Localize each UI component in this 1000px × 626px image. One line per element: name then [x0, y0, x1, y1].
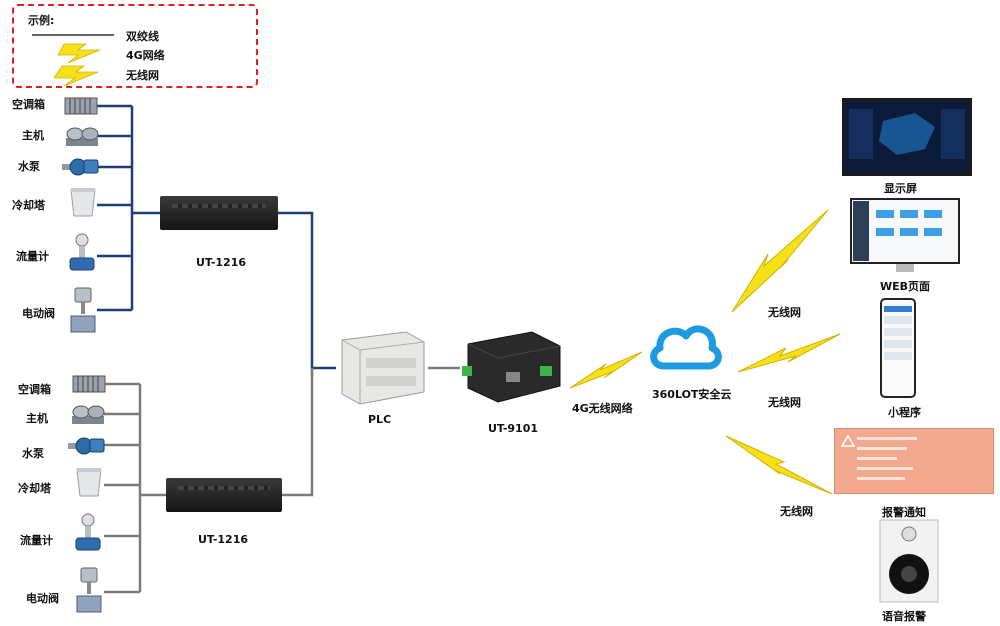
legend-box: 示例: 双绞线 4G网络 无线网 [12, 4, 258, 88]
output-web-label: WEB页面 [880, 280, 931, 293]
device-label: 空调箱 [18, 383, 51, 396]
lightning-4g-link-icon [569, 351, 643, 389]
plc-label: PLC [368, 413, 392, 426]
legend-twisted-pair: 双绞线 [126, 30, 159, 43]
wireless-label: 无线网 [768, 396, 801, 409]
group1-wires [97, 104, 336, 370]
wireless-label: 无线网 [780, 505, 813, 518]
lightning-wireless-icon [53, 65, 99, 86]
output-mini-label: 小程序 [888, 406, 921, 419]
device-label: 主机 [22, 129, 44, 142]
flowmeter-icon [69, 233, 95, 271]
lightning-wireless-icon [731, 209, 829, 313]
pump-icon [62, 158, 99, 176]
device-label: 电动阀 [22, 307, 55, 320]
output-voice-label: 语音报警 [882, 610, 926, 623]
plc-icon [341, 331, 425, 405]
legend-4g: 4G网络 [126, 49, 165, 62]
cloud-label: 360LOT安全云 [652, 388, 732, 401]
group2-wires [104, 366, 460, 594]
gateway-label: UT-9101 [488, 422, 538, 435]
legend-title: 示例: [28, 14, 55, 27]
lightning-wireless-icon [725, 435, 833, 495]
dashboard-map-icon [849, 109, 965, 159]
electric-valve-icon [70, 287, 96, 333]
legend-wireless: 无线网 [126, 69, 159, 82]
legend-icons [32, 34, 114, 86]
switch-ut1216-bottom [166, 478, 282, 512]
output-alarm-label: 报警通知 [882, 506, 926, 519]
phone-icon [880, 298, 916, 398]
display-screen-icon [842, 98, 972, 176]
switch-ports [178, 486, 270, 490]
warning-icon [841, 435, 855, 447]
wireless-label: 无线网 [768, 306, 801, 319]
web-monitor-icon [850, 198, 960, 272]
link-4g-label: 4G无线网络 [572, 402, 633, 415]
flowmeter-icon [75, 513, 101, 551]
electric-valve-icon [76, 567, 102, 613]
gateway-ut9101-icon [462, 331, 561, 403]
device-label: 水泵 [18, 160, 40, 173]
alarm-notification-card [834, 428, 994, 494]
lightning-wireless-icon [737, 333, 841, 373]
device-label: 主机 [26, 412, 48, 425]
device-label: 冷却塔 [12, 199, 45, 212]
device-label: 流量计 [16, 250, 49, 263]
switch-ports [172, 204, 266, 208]
device-label: 电动阀 [26, 592, 59, 605]
air-handler-icon [72, 375, 106, 393]
switch-label-top: UT-1216 [196, 256, 246, 269]
chiller-icon [72, 405, 105, 424]
cloud-icon [650, 325, 722, 370]
device-label: 水泵 [22, 447, 44, 460]
pump-icon [68, 437, 105, 455]
cooling-tower-icon [76, 468, 102, 497]
cooling-tower-icon [70, 188, 96, 217]
device-label: 空调箱 [12, 98, 45, 111]
output-display-label: 显示屏 [884, 182, 917, 195]
voice-alarm-speaker-icon [879, 519, 939, 603]
switch-label-bottom: UT-1216 [198, 533, 248, 546]
air-handler-icon [64, 97, 98, 115]
chiller-icon [66, 127, 99, 146]
lightning-4g-icon [57, 43, 101, 64]
device-label: 流量计 [20, 534, 53, 547]
switch-ut1216-top [160, 196, 278, 230]
device-label: 冷却塔 [18, 482, 51, 495]
